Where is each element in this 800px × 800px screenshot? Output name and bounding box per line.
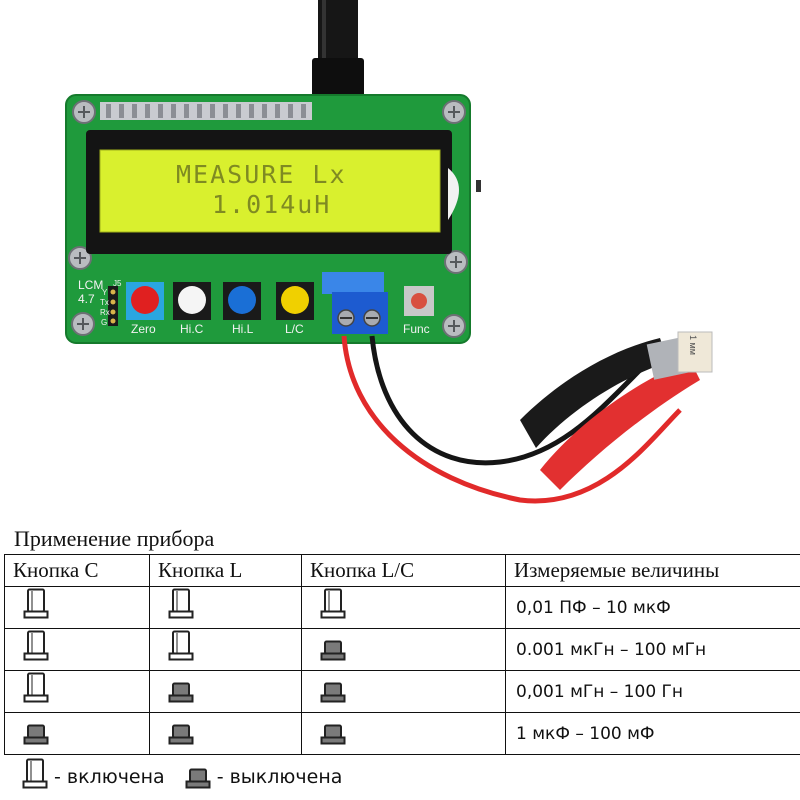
state-cell: [4, 586, 150, 629]
hi-c-label: Hi.C: [180, 322, 204, 336]
zero-button[interactable]: [126, 282, 164, 320]
table-row: 0.001 мкГн – 100 мГн: [4, 628, 800, 671]
hi-l-button[interactable]: [223, 282, 261, 320]
button-off-icon: [185, 758, 211, 797]
table-row: 0,01 ПФ – 10 мкФ: [4, 586, 800, 629]
button-off-icon: [168, 672, 194, 711]
header-button-c: Кнопка C: [4, 554, 150, 587]
legend-off-text: - выключена: [216, 766, 343, 788]
legend-on-text: - включена: [54, 766, 165, 788]
table-row: 1 мкФ – 100 мФ: [4, 712, 800, 755]
component-marking: 1 мм: [687, 335, 698, 355]
button-off-icon: [168, 714, 194, 753]
button-on-icon: [168, 630, 194, 669]
state-cell: [301, 586, 506, 629]
red-alligator-clip: [540, 360, 700, 490]
pin-label-j5: J5: [113, 279, 122, 288]
state-cell: [149, 628, 302, 671]
table-row: 0,001 мГн – 100 Гн: [4, 670, 800, 713]
black-alligator-clip: [520, 338, 668, 448]
state-cell: [301, 628, 506, 671]
legend: - включена - выключена: [22, 757, 342, 797]
header-button-l: Кнопка L: [149, 554, 302, 587]
button-off-icon: [320, 714, 346, 753]
func-label: Func: [403, 322, 430, 336]
power-jack: [312, 58, 364, 100]
state-cell: [4, 712, 150, 755]
pin-label-rx: Rx: [100, 308, 110, 317]
red-lead: [341, 335, 682, 504]
lcd-header-pins: [100, 102, 312, 120]
range-cell: 1 мкФ – 100 мФ: [505, 712, 800, 755]
lcd-line-1: MEASURE Lx: [176, 160, 347, 189]
pin-label-tx: Tx: [100, 298, 109, 307]
state-cell: [149, 670, 302, 713]
state-cell: [4, 670, 150, 713]
button-on-icon: [23, 630, 49, 669]
serial-header: [108, 286, 118, 326]
range-cell: 0.001 мкГн – 100 мГн: [505, 628, 800, 671]
range-cell: 0,001 мГн – 100 Гн: [505, 670, 800, 713]
lcr-meter-image: [65, 0, 713, 504]
state-cell: [301, 670, 506, 713]
pin-label-y: Y: [102, 288, 108, 297]
func-button[interactable]: [404, 286, 434, 316]
jumper-block: [322, 272, 384, 294]
button-on-icon: [320, 588, 346, 627]
device-photo: MEASURE Lx 1.014uH LCM 4.7 J5 Y Tx Rx G …: [65, 0, 713, 504]
pin-label-g: G: [101, 318, 108, 327]
range-cell: 0,01 ПФ – 10 мкФ: [505, 586, 800, 629]
header-measured-values: Измеряемые величины: [505, 554, 800, 587]
hi-l-label: Hi.L: [232, 322, 254, 336]
button-off-icon: [23, 714, 49, 753]
state-cell: [4, 628, 150, 671]
table-header-row: Кнопка C Кнопка L Кнопка L/C Измеряемые …: [4, 554, 800, 587]
button-on-icon: [168, 588, 194, 627]
state-cell: [149, 712, 302, 755]
mounting-screws: [68, 100, 468, 338]
table-caption: Применение прибора: [14, 526, 215, 551]
usage-table: Кнопка C Кнопка L Кнопка L/C Измеряемые …: [4, 554, 800, 755]
l-c-button[interactable]: [276, 282, 314, 320]
button-off-icon: [320, 672, 346, 711]
state-cell: [149, 586, 302, 629]
hi-c-button[interactable]: [173, 282, 211, 320]
lcd-line-2: 1.014uH: [212, 190, 332, 219]
button-off-icon: [320, 630, 346, 669]
state-cell: [301, 712, 506, 755]
l-c-label: L/C: [285, 322, 304, 336]
button-on-icon: [22, 758, 48, 797]
test-component: [677, 331, 713, 373]
voltage-label: 4.7: [78, 292, 95, 306]
lcd-screen: [100, 150, 440, 232]
button-on-icon: [23, 588, 49, 627]
black-lead: [369, 335, 642, 466]
zero-label: Zero: [131, 322, 156, 336]
header-button-lc: Кнопка L/C: [301, 554, 506, 587]
lcm-label: LCM: [78, 278, 104, 292]
button-on-icon: [23, 672, 49, 711]
